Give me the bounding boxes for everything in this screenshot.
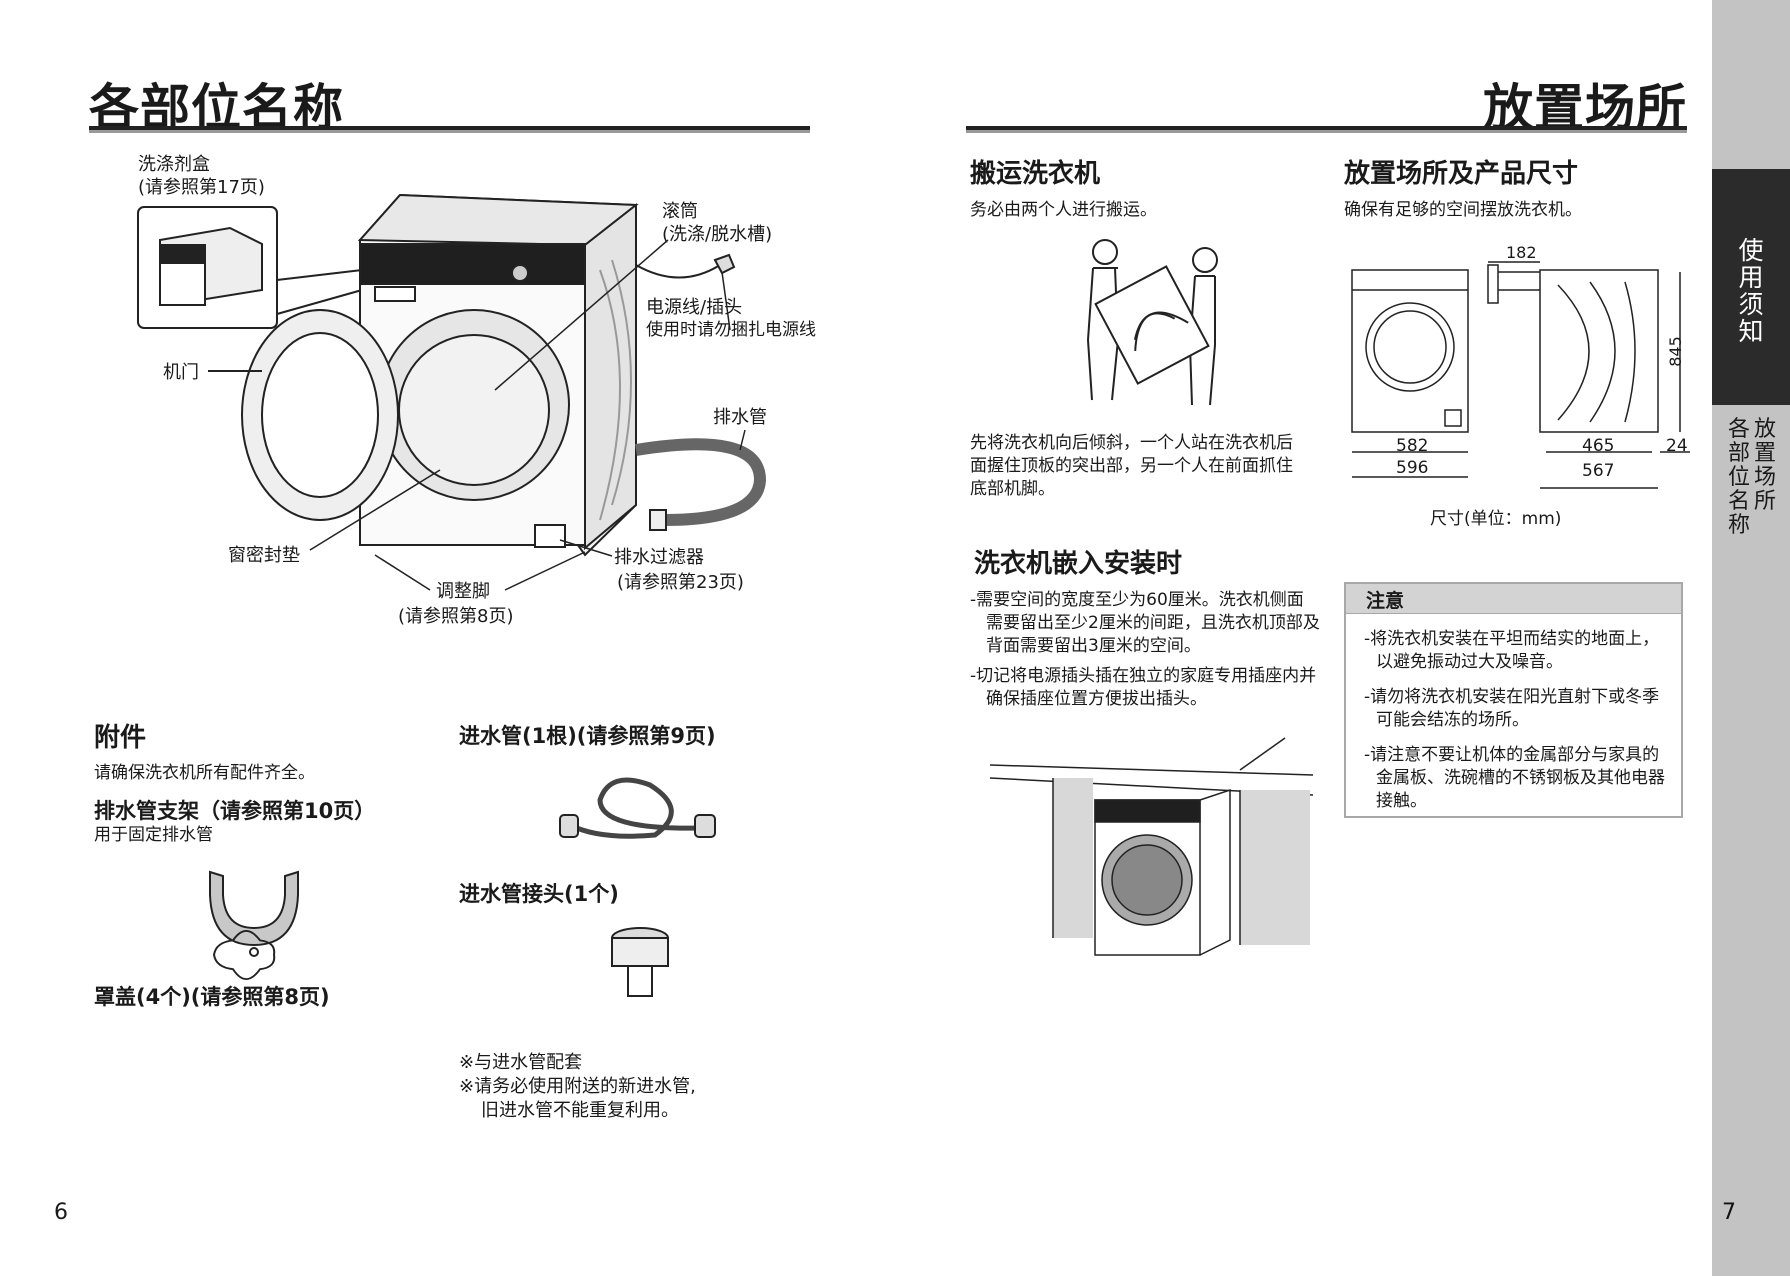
label-drum: 滚筒 <box>662 201 698 222</box>
builtin-bullet-1: -需要空间的宽度至少为60厘米。洗衣机侧面需要留出至少2厘米的间距，且洗衣机顶部… <box>970 590 1320 656</box>
page-number-left: 6 <box>54 1200 68 1225</box>
label-drain-filter: 排水过滤器 <box>614 547 704 568</box>
dim-582: 582 <box>1396 436 1429 456</box>
caution-item-2: -请勿将洗衣机安装在阳光直射下或冬季可能会结冻的场所。 <box>1364 687 1660 730</box>
connector-icon <box>611 927 669 997</box>
inlet-hose-title: 进水管(1根)(请参照第9页) <box>459 724 716 748</box>
page-number-right: 7 <box>1722 1200 1736 1225</box>
bracket-desc: 用于固定排水管 <box>94 825 213 845</box>
sidebar-tab-label: 使用须知 <box>1738 236 1764 346</box>
note-3: 旧进水管不能重复利用。 <box>481 1100 679 1121</box>
label-door: 机门 <box>163 362 199 383</box>
label-power-cord-note: 使用时请勿捆扎电源线 <box>646 320 816 340</box>
connector-title: 进水管接头(1个) <box>459 882 619 906</box>
label-power-cord: 电源线/插头 <box>646 297 743 318</box>
sidebar-tab-usage-notes[interactable]: 使用须知 <box>1712 169 1790 405</box>
sidebar-sub-placement[interactable]: 放置场所 <box>1753 417 1776 514</box>
note-2: ※请务必使用附送的新进水管, <box>459 1076 696 1097</box>
builtin-bullet-2: -切记将电源插头插在独立的家庭专用插座内并确保插座位置方便拔出插头。 <box>970 666 1317 709</box>
transport-desc-3: 底部机脚。 <box>970 479 1055 499</box>
builtin-installation-illustration <box>989 737 1314 956</box>
caution-heading: 注意 <box>1346 584 1681 614</box>
unit-caption: 尺寸(单位：mm) <box>1430 509 1562 529</box>
label-detergent-box: 洗涤剂盒 <box>138 154 210 175</box>
dimension-drawing <box>1351 261 1690 489</box>
sidebar: 使用须知 放置场所 各部位名称 <box>1712 0 1790 1276</box>
label-drum-sub: (洗涤/脱水槽) <box>662 224 773 245</box>
inlet-hose-icon <box>568 777 701 839</box>
accessory-illustrations <box>209 777 716 997</box>
dim-596: 596 <box>1396 458 1429 478</box>
accessories-intro: 请确保洗衣机所有配件齐全。 <box>94 763 315 783</box>
sidebar-sub-parts[interactable]: 各部位名称 <box>1727 417 1750 538</box>
drain-bracket-icon <box>209 870 299 947</box>
caution-item-1: -将洗衣机安装在平坦而结实的地面上，以避免振动过大及噪音。 <box>1364 629 1660 672</box>
two-people-carrying-illustration <box>1086 239 1218 406</box>
label-drain-hose: 排水管 <box>713 407 767 428</box>
title-rule <box>89 126 810 133</box>
title-rule-right <box>966 126 1687 133</box>
dim-567: 567 <box>1582 461 1615 481</box>
cap-title: 罩盖(4个)(请参照第8页) <box>94 985 330 1009</box>
dim-845: 845 <box>1665 336 1685 367</box>
label-drain-filter-ref: (请参照第23页) <box>617 572 744 593</box>
caution-item-3: -请注意不要让机体的金属部分与家具的金属板、洗碗槽的不锈钢板及其他电器接触。 <box>1364 745 1665 811</box>
washing-machine-diagram <box>137 193 767 591</box>
placement-heading: 放置场所及产品尺寸 <box>1344 159 1579 189</box>
transport-heading: 搬运洗衣机 <box>970 159 1101 189</box>
label-door-seal: 窗密封垫 <box>228 545 300 566</box>
label-detergent-box-ref: (请参照第17页) <box>138 177 265 198</box>
dim-24: 24 <box>1666 436 1688 456</box>
placement-intro: 确保有足够的空间摆放洗衣机。 <box>1344 200 1582 220</box>
label-adjust-feet: 调整脚 <box>436 581 490 602</box>
transport-desc-2: 面握住顶板的突出部，另一个人在前面抓住 <box>970 456 1293 476</box>
note-1: ※与进水管配套 <box>459 1052 583 1073</box>
bracket-title: 排水管支架（请参照第10页） <box>94 799 376 823</box>
transport-intro: 务必由两个人进行搬运。 <box>970 200 1157 220</box>
transport-desc-1: 先将洗衣机向后倾斜，一个人站在洗衣机后 <box>970 433 1293 453</box>
label-adjust-feet-ref: (请参照第8页) <box>398 606 514 627</box>
caution-box: 注意 -将洗衣机安装在平坦而结实的地面上，以避免振动过大及噪音。 -请勿将洗衣机… <box>1344 582 1683 818</box>
dim-465: 465 <box>1582 436 1615 456</box>
builtin-heading: 洗衣机嵌入安装时 <box>974 549 1183 579</box>
cap-icon <box>212 930 276 980</box>
dim-182: 182 <box>1506 243 1537 262</box>
accessories-heading: 附件 <box>94 723 147 753</box>
